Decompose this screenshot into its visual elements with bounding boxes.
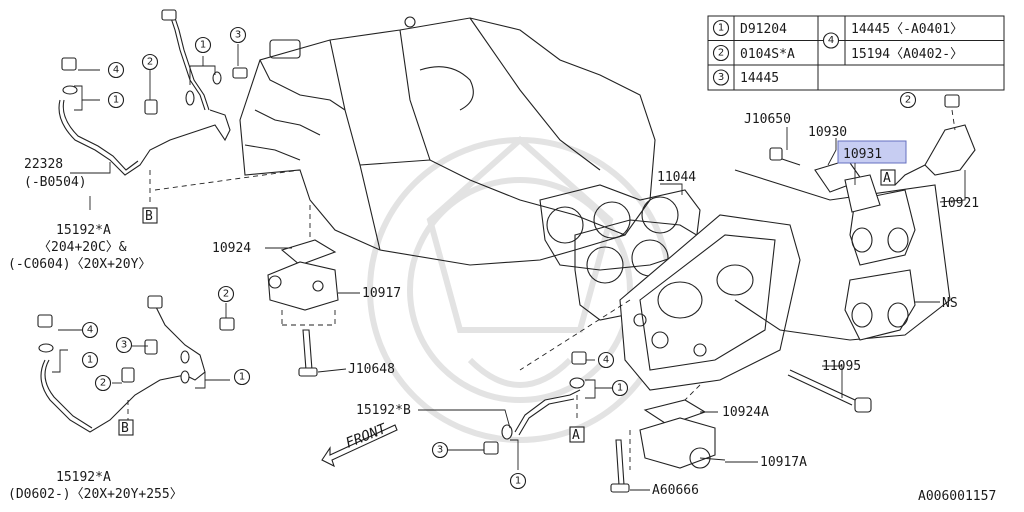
label-15192a-lower-note: (D0602-)〈20X+20Y+255〉 <box>8 487 183 502</box>
label-10917a: 10917A <box>760 455 807 470</box>
oil-control-valve-lower <box>610 399 726 493</box>
svg-text:4: 4 <box>603 355 609 366</box>
legend-callout-4 <box>822 32 840 49</box>
highlight-10931 <box>837 140 907 164</box>
svg-text:2: 2 <box>100 378 106 389</box>
callout-4-upper-left: 4 <box>107 61 125 79</box>
ref-box-a-right: A <box>880 169 896 186</box>
callout-3-center: 3 <box>431 441 449 459</box>
label-10924: 10924 <box>212 241 251 256</box>
legend-value-3: 14445 <box>740 71 779 86</box>
label-15192a-lower: 15192*A <box>56 470 111 485</box>
svg-text:1: 1 <box>617 383 623 394</box>
callout-2-upper-left: 2 <box>141 53 159 71</box>
svg-text:3: 3 <box>121 340 127 351</box>
callout-1-upper: 1 <box>194 36 212 54</box>
callout-2-lower-left-top: 2 <box>217 285 235 303</box>
label-15192b: 15192*B <box>356 403 411 418</box>
label-ns: NS <box>942 296 958 311</box>
svg-text:1: 1 <box>113 95 119 106</box>
legend-value-4b: 15194〈A0402-〉 <box>851 47 963 62</box>
svg-text:1: 1 <box>200 40 206 51</box>
watermark-emblem <box>367 135 673 443</box>
label-22328-note: (-B0504) <box>24 175 87 190</box>
legend-callout-3 <box>712 69 730 86</box>
label-a60666: A60666 <box>652 483 699 498</box>
callout-1-upper-left: 1 <box>107 91 125 109</box>
svg-text:3: 3 <box>235 30 241 41</box>
svg-text:B: B <box>121 421 129 436</box>
callout-1-lower-left-right: 1 <box>233 368 251 386</box>
legend-table: 1 D91204 2 0104S*A 3 14445 4 14445〈-A040… <box>707 15 1005 91</box>
label-10924a: 10924A <box>722 405 769 420</box>
callout-3-lower-left: 3 <box>115 336 133 354</box>
legend-value-4a: 14445〈-A0401〉 <box>851 22 963 37</box>
front-label: FRONT <box>344 420 391 451</box>
cylinder-head <box>519 214 801 421</box>
svg-text:A: A <box>572 428 580 443</box>
label-15192a-upper: 15192*A <box>56 223 111 238</box>
svg-text:2: 2 <box>223 289 229 300</box>
callout-1-center: 1 <box>611 379 629 397</box>
lower-center-hose <box>483 351 587 455</box>
cam-cap-assembly <box>734 94 976 341</box>
label-11095: 11095 <box>822 359 861 374</box>
legend-value-1: D91204 <box>740 22 787 37</box>
svg-text:1: 1 <box>87 355 93 366</box>
legend-value-2: 0104S*A <box>740 47 795 62</box>
label-10930: 10930 <box>808 125 847 140</box>
label-15192a-upper-note-2: (-C0604)〈20X+20Y〉 <box>8 257 151 272</box>
legend-callout-1 <box>712 19 730 37</box>
ref-box-a-center: A <box>569 426 585 443</box>
svg-text:4: 4 <box>113 65 119 76</box>
leader-lines <box>52 44 966 491</box>
label-j10648: J10648 <box>348 362 395 377</box>
callout-1-lower-left: 1 <box>81 351 99 369</box>
legend-key-3: 3 <box>718 72 724 83</box>
front-direction-arrow: FRONT <box>321 420 398 468</box>
legend-key-4: 4 <box>828 35 834 46</box>
label-11044: 11044 <box>657 170 696 185</box>
label-10917: 10917 <box>362 286 401 301</box>
oil-control-valve-left <box>267 205 339 377</box>
label-j10650: J10650 <box>744 112 791 127</box>
svg-text:1: 1 <box>239 372 245 383</box>
callout-2-lower-left: 2 <box>94 374 112 392</box>
bolt-11095 <box>787 369 872 413</box>
svg-text:2: 2 <box>905 95 911 106</box>
label-10931: 10931 <box>843 147 882 162</box>
svg-text:2: 2 <box>147 57 153 68</box>
ref-box-b-upper: B <box>142 207 158 224</box>
svg-text:4: 4 <box>87 325 93 336</box>
legend-key-1: 1 <box>718 23 724 34</box>
label-22328: 22328 <box>24 157 63 172</box>
svg-text:A: A <box>883 171 891 186</box>
callout-3-upper: 3 <box>229 26 247 44</box>
engine-block-drawing <box>239 16 656 266</box>
callout-4-lower-left: 4 <box>81 321 99 339</box>
diagram-code: A006001157 <box>918 489 996 504</box>
legend-callout-2 <box>712 44 730 62</box>
svg-text:B: B <box>145 209 153 224</box>
upper-hose-assembly <box>58 9 301 205</box>
legend-key-2: 2 <box>718 48 724 59</box>
svg-text:1: 1 <box>515 476 521 487</box>
label-15192a-upper-note-1: 〈204+20C〉& <box>38 240 127 255</box>
callout-1-bottom: 1 <box>509 472 527 490</box>
callout-2-right: 2 <box>899 91 917 109</box>
ref-box-b-lower: B <box>118 419 134 436</box>
lower-hose-assembly <box>37 295 235 433</box>
svg-text:3: 3 <box>437 445 443 456</box>
label-10921: 10921 <box>940 196 979 211</box>
callout-4-center: 4 <box>597 351 615 369</box>
